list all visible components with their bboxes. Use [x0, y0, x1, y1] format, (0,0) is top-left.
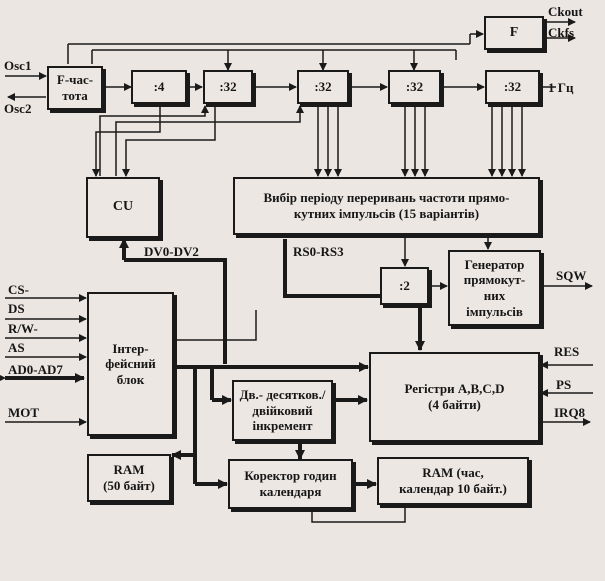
ram50-block: RAM (50 байт)	[87, 454, 171, 502]
ps-label: PS	[556, 377, 572, 392]
f-block: F	[484, 16, 544, 50]
divider-2-block: :2	[380, 267, 429, 305]
registers-block: Регістри A,B,C,D (4 байти)	[369, 352, 540, 442]
divider-32-block-2: :32	[297, 70, 349, 104]
divider-32-block-4: :32	[485, 70, 540, 104]
one-hz-label: 1 Гц	[548, 80, 574, 95]
ckout-label: Ckout	[548, 4, 583, 19]
ad-bus-label: AD0-AD7	[8, 362, 63, 377]
rs-bus-label: RS0-RS3	[293, 244, 344, 259]
period-select-block: Вибір періоду переривань частоти прямо- …	[233, 177, 540, 235]
irq8-label: IRQ8	[554, 405, 586, 420]
generator-block: Генератор прямокут- них імпульсів	[448, 250, 541, 326]
ram10-block: RAM (час, календар 10 байт.)	[377, 457, 529, 505]
cu-block: CU	[86, 177, 160, 238]
rw-label: R/W-	[8, 321, 38, 336]
interface-block: Інтер- фейсний блок	[87, 292, 174, 436]
ds-label: DS	[8, 301, 25, 316]
sqw-label: SQW	[556, 268, 587, 283]
divider-32-block-3: :32	[388, 70, 441, 104]
res-label: RES	[554, 344, 580, 359]
osc1-label: Osc1	[4, 58, 32, 73]
bcd-increment-block: Дв.- десятков./ двійковий інкремент	[232, 380, 333, 441]
f-frequency-block: F-час- тота	[47, 66, 103, 110]
corrector-block: Коректор годин календаря	[228, 459, 353, 509]
ckfs-label: Ckfs	[548, 25, 575, 40]
mot-label: MOT	[8, 405, 40, 420]
cs-label: CS-	[8, 282, 29, 297]
as-label: AS	[8, 340, 25, 355]
divider-32-block-1: :32	[203, 70, 253, 104]
dv-bus-label: DV0-DV2	[144, 244, 199, 259]
osc2-label: Osc2	[4, 101, 32, 116]
divider-4-block: :4	[131, 70, 187, 104]
